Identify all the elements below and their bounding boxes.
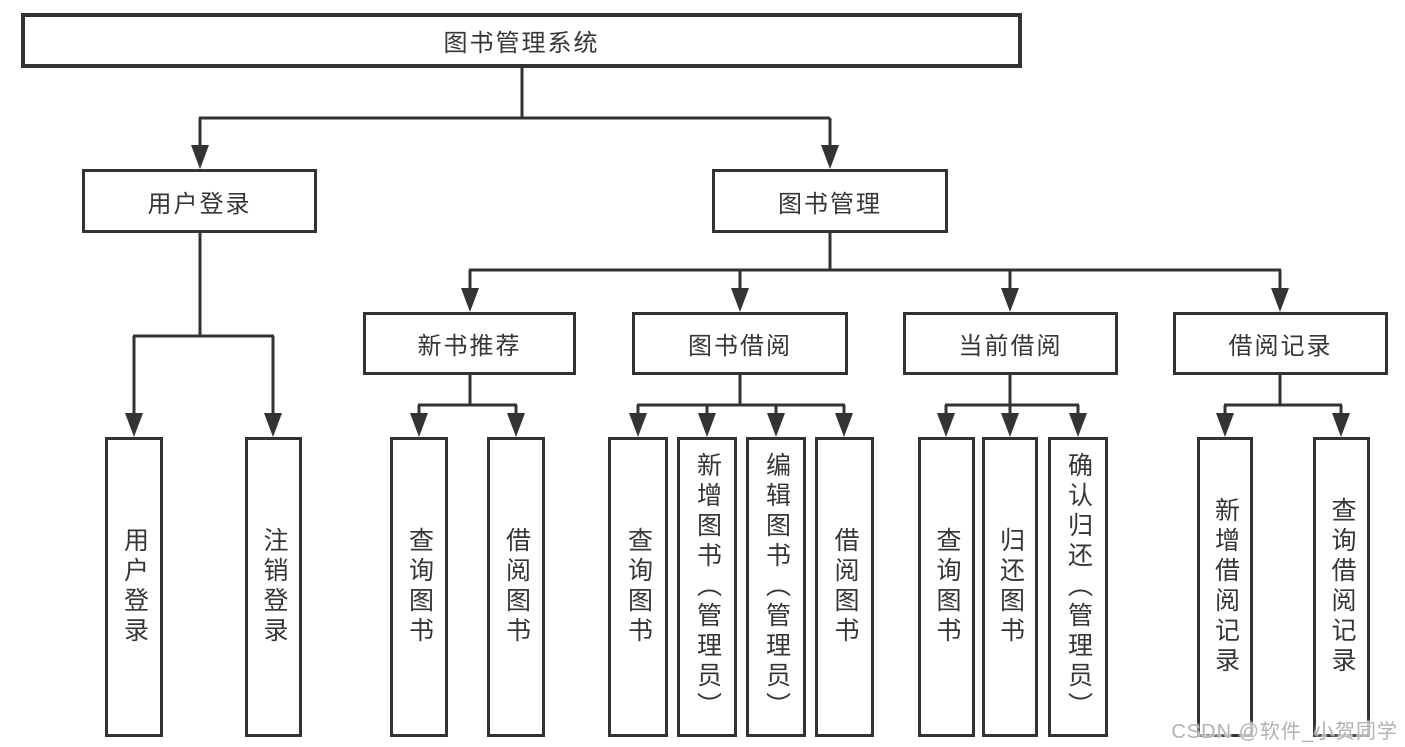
- arrow-down-icon: [1271, 288, 1289, 312]
- leaf-label: 归还图书: [996, 527, 1025, 647]
- arrow-down-icon: [507, 413, 525, 437]
- arrow-down-icon: [410, 413, 428, 437]
- leaf-label: 编辑图书（管理员）: [762, 452, 791, 722]
- leaf-label: 确认归还（管理员）: [1064, 452, 1093, 722]
- arrow-down-icon: [629, 413, 647, 437]
- arrow-down-icon: [264, 413, 282, 437]
- arrow-down-icon: [937, 413, 955, 437]
- leaf-query-books-borrow: 查询图书: [608, 437, 668, 737]
- arrow-down-icon: [125, 413, 143, 437]
- leaf-label: 注销登录: [260, 527, 288, 647]
- leaf-return-books: 归还图书: [982, 437, 1038, 737]
- arrow-down-icon: [731, 288, 749, 312]
- leaf-borrow-books: 借阅图书: [815, 437, 874, 737]
- leaf-label: 新增借阅记录: [1211, 497, 1240, 677]
- connector-current-borrow-to-leaves: [944, 375, 1080, 415]
- csdn-watermark: CSDN @软件_小贺同学: [1171, 721, 1398, 743]
- arrow-down-icon: [1069, 413, 1087, 437]
- leaf-query-books-recommend: 查询图书: [390, 437, 448, 737]
- leaf-query-borrow-record: 查询借阅记录: [1313, 437, 1370, 737]
- arrow-down-icon: [191, 145, 209, 169]
- arrow-down-icon: [835, 413, 853, 437]
- leaf-label: 用户登录: [120, 527, 149, 647]
- node-user-login: 用户登录: [82, 169, 317, 233]
- leaf-label: 查询图书: [405, 527, 434, 647]
- node-current-borrow: 当前借阅: [903, 312, 1118, 375]
- leaf-confirm-return-admin: 确认归还（管理员）: [1048, 437, 1108, 737]
- node-new-book-recommend: 新书推荐: [363, 312, 576, 375]
- leaf-label: 查询图书: [933, 527, 961, 647]
- node-borrow-records: 借阅记录: [1173, 312, 1388, 375]
- node-root: 图书管理系统: [21, 13, 1022, 68]
- connector-user-login-to-leaves: [132, 233, 275, 415]
- connector-new-book-recommend-to-leaves: [417, 375, 518, 415]
- leaf-label: 借阅图书: [502, 527, 531, 647]
- leaf-user-login: 用户登录: [105, 437, 163, 737]
- node-new-book-recommend-label: 新书推荐: [417, 333, 522, 360]
- node-book-management-label: 图书管理: [778, 190, 882, 218]
- connector-book-borrow-to-leaves: [636, 375, 846, 415]
- connector-book-management-to-level3: [468, 233, 1282, 290]
- leaf-add-borrow-record: 新增借阅记录: [1197, 437, 1253, 737]
- node-book-borrow-label: 图书借阅: [688, 333, 792, 360]
- leaf-label: 查询图书: [624, 527, 653, 647]
- node-current-borrow-label: 当前借阅: [958, 333, 1063, 360]
- arrow-down-icon: [767, 413, 785, 437]
- leaf-label: 新增图书（管理员）: [693, 452, 722, 722]
- node-borrow-records-label: 借阅记录: [1228, 333, 1333, 360]
- arrow-down-icon: [1001, 413, 1019, 437]
- leaf-logout: 注销登录: [245, 437, 302, 737]
- arrow-down-icon: [821, 145, 839, 169]
- leaf-edit-books-admin: 编辑图书（管理员）: [746, 437, 806, 737]
- node-root-label: 图书管理系统: [443, 30, 600, 57]
- node-user-login-label: 用户登录: [147, 190, 252, 218]
- leaf-label: 查询借阅记录: [1328, 497, 1356, 677]
- leaf-add-books-admin: 新增图书（管理员）: [677, 437, 737, 737]
- arrow-down-icon: [461, 288, 479, 312]
- arrow-down-icon: [1216, 413, 1234, 437]
- node-book-management: 图书管理: [712, 169, 948, 233]
- arrow-down-icon: [1332, 413, 1350, 437]
- leaf-label: 借阅图书: [831, 527, 859, 647]
- arrow-down-icon: [1001, 288, 1019, 312]
- node-book-borrow: 图书借阅: [632, 312, 848, 375]
- leaf-borrow-books-recommend: 借阅图书: [487, 437, 545, 737]
- arrow-down-icon: [698, 413, 716, 437]
- connector-borrow-records-to-leaves: [1223, 375, 1343, 415]
- leaf-query-books-current: 查询图书: [918, 437, 975, 737]
- connector-root-to-level2: [198, 68, 832, 147]
